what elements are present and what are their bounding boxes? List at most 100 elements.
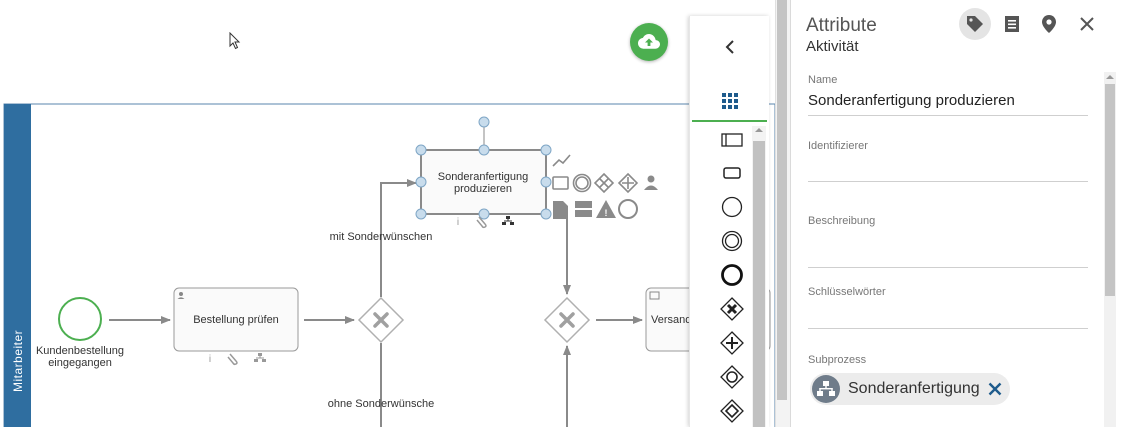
palette-collapse-button[interactable] bbox=[690, 32, 769, 62]
location-pin-icon bbox=[1042, 15, 1056, 33]
keywords-input[interactable] bbox=[808, 304, 1088, 322]
sequence-flow-upper[interactable] bbox=[380, 179, 417, 297]
tab-attributes[interactable] bbox=[959, 8, 991, 40]
context-pad[interactable] bbox=[552, 154, 639, 194]
inclusive-gateway-icon bbox=[720, 365, 744, 389]
tag-icon bbox=[967, 16, 983, 32]
intermediate-event-icon bbox=[721, 230, 743, 252]
exclusive-gateway[interactable] bbox=[357, 296, 405, 344]
selection-handles[interactable] bbox=[415, 116, 552, 220]
keywords-field[interactable]: Schlüsselwörter bbox=[808, 286, 1088, 329]
flow-lower-label: ohne Sonderwünsche bbox=[328, 398, 434, 410]
tab-list[interactable] bbox=[996, 8, 1028, 40]
panel-form: Name Sonderanfertigung produzieren Ident… bbox=[791, 70, 1122, 427]
user-task-icon bbox=[177, 292, 185, 299]
identifier-field[interactable]: Identifizierer bbox=[808, 140, 1088, 182]
resize-handle[interactable] bbox=[478, 208, 490, 220]
svg-text:!: ! bbox=[605, 208, 608, 218]
rotation-handle[interactable] bbox=[478, 116, 490, 128]
lane-label: Mitarbeiter bbox=[11, 330, 25, 392]
palette-tab-indicator bbox=[692, 120, 767, 122]
resize-handle[interactable] bbox=[478, 144, 490, 156]
resize-handle[interactable] bbox=[540, 176, 552, 188]
start-event-icon bbox=[721, 196, 743, 218]
info-icon: i bbox=[457, 217, 459, 228]
context-pad-row2[interactable] bbox=[553, 175, 658, 220]
resize-handle[interactable] bbox=[415, 208, 427, 220]
complex-gateway-icon bbox=[720, 399, 744, 423]
grid-icon bbox=[721, 93, 738, 109]
description-input[interactable] bbox=[808, 233, 1088, 251]
task-bestellung-pruefen[interactable] bbox=[173, 287, 299, 352]
list-icon bbox=[1005, 16, 1019, 32]
task2-label-line2: produzieren bbox=[454, 183, 512, 195]
resize-handle[interactable] bbox=[415, 176, 427, 188]
remove-subprocess-button[interactable] bbox=[988, 382, 1002, 396]
task3-label: Versand bbox=[651, 314, 691, 326]
warning-icon[interactable] bbox=[596, 200, 616, 218]
panel-scrollbar-thumb[interactable] bbox=[1105, 84, 1115, 296]
lane-header[interactable] bbox=[4, 104, 31, 427]
append-gateway-icon[interactable] bbox=[593, 172, 615, 194]
attachment-icon bbox=[227, 353, 238, 366]
append-end-event-icon[interactable] bbox=[618, 199, 638, 219]
append-intermediate-event-icon[interactable] bbox=[572, 173, 592, 193]
parallel-gateway-icon bbox=[720, 331, 744, 355]
palette-scrollbar-thumb[interactable] bbox=[753, 141, 765, 427]
data-store-icon[interactable] bbox=[575, 201, 592, 208]
append-task-icon[interactable] bbox=[552, 176, 569, 190]
description-field[interactable]: Beschreibung bbox=[808, 215, 1088, 268]
user-icon[interactable] bbox=[647, 175, 655, 183]
start-event[interactable] bbox=[58, 297, 102, 341]
keywords-label: Schlüsselwörter bbox=[808, 286, 886, 298]
diagram-canvas[interactable]: Mitarbeiter Kundenbestellung eingegangen… bbox=[0, 0, 775, 427]
description-label: Beschreibung bbox=[808, 215, 876, 227]
start-event-label-line1: Kundenbestellung bbox=[36, 345, 124, 357]
task-icon bbox=[723, 167, 741, 179]
subprocess-chip-label: Sonderanfertigung bbox=[848, 380, 980, 397]
close-panel-button[interactable] bbox=[1071, 8, 1103, 40]
palette-exclusive-gateway[interactable] bbox=[716, 295, 748, 323]
palette-parallel-gateway[interactable] bbox=[716, 329, 748, 357]
append-parallel-gateway-icon[interactable] bbox=[617, 172, 639, 194]
resize-handle[interactable] bbox=[540, 144, 552, 156]
exclusive-gateway-icon bbox=[720, 297, 744, 321]
connect-icon[interactable] bbox=[552, 154, 571, 167]
palette-intermediate-event[interactable] bbox=[716, 227, 748, 255]
cloud-upload-button[interactable] bbox=[630, 23, 668, 61]
palette-end-event[interactable] bbox=[716, 261, 748, 289]
name-field[interactable]: Name Sonderanfertigung produzieren bbox=[808, 74, 1088, 116]
exclusive-gateway-merge[interactable] bbox=[543, 296, 591, 344]
palette-complex-gateway[interactable] bbox=[716, 397, 748, 425]
palette-pool[interactable] bbox=[716, 126, 748, 154]
task2-badges: i bbox=[457, 216, 514, 229]
subprocess-field: Subprozess bbox=[808, 354, 1088, 366]
tab-location[interactable] bbox=[1033, 8, 1065, 40]
palette-grid-tab[interactable] bbox=[690, 86, 769, 116]
subprocess-icon bbox=[254, 353, 266, 362]
name-label: Name bbox=[808, 74, 838, 86]
scroll-up-arrow-icon[interactable] bbox=[755, 127, 763, 133]
task2-label-line1: Sonderanfertigung bbox=[438, 171, 529, 183]
data-object-icon[interactable] bbox=[553, 201, 568, 219]
subprocess-label: Subprozess bbox=[808, 354, 867, 366]
name-input[interactable]: Sonderanfertigung produzieren bbox=[808, 92, 1015, 109]
identifier-label: Identifizierer bbox=[808, 140, 868, 152]
start-event-label-line2: eingegangen bbox=[48, 357, 112, 369]
palette-task[interactable] bbox=[716, 159, 748, 187]
identifier-input[interactable] bbox=[808, 158, 1088, 176]
palette-start-event[interactable] bbox=[716, 193, 748, 221]
subprocess-chip[interactable]: Sonderanfertigung bbox=[810, 373, 1010, 405]
palette-inclusive-gateway[interactable] bbox=[716, 363, 748, 391]
bpmn-diagram[interactable]: Mitarbeiter Kundenbestellung eingegangen… bbox=[0, 0, 775, 427]
canvas-scrollbar-thumb[interactable] bbox=[777, 0, 787, 400]
chevron-left-icon bbox=[725, 40, 734, 54]
panel-subtitle: Aktivität bbox=[806, 38, 859, 55]
subprocess-icon bbox=[502, 216, 514, 225]
close-icon bbox=[988, 382, 1002, 396]
mouse-cursor-icon bbox=[229, 32, 241, 50]
resize-handle[interactable] bbox=[540, 208, 552, 220]
resize-handle[interactable] bbox=[415, 144, 427, 156]
scroll-up-arrow-icon[interactable] bbox=[1106, 74, 1114, 80]
panel-title: Attribute bbox=[806, 15, 877, 36]
